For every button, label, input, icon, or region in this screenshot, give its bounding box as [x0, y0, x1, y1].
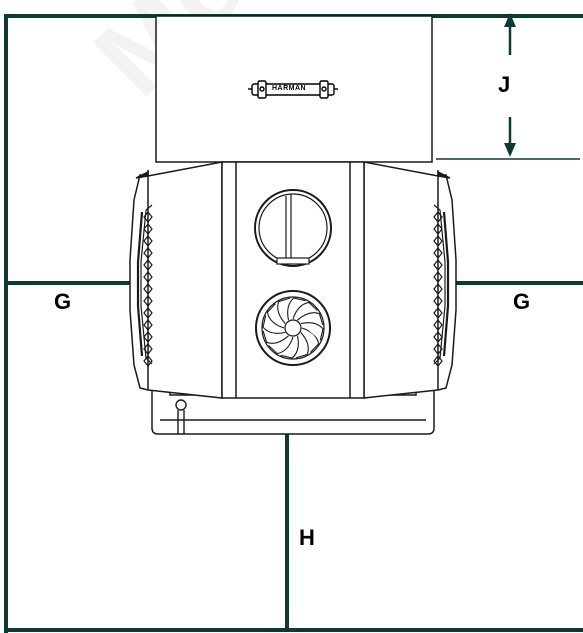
fan-blade — [268, 336, 294, 355]
clearance-label-g-right: G — [513, 289, 531, 314]
dimension-j-arrow — [436, 13, 580, 160]
fan-blade — [262, 315, 286, 334]
fan-blade — [295, 332, 309, 359]
grille-cell — [433, 211, 443, 223]
fan-blade — [266, 303, 285, 329]
grille-cell — [433, 295, 443, 307]
grille-cell — [143, 247, 153, 259]
clearance-label-g-left: G — [54, 289, 72, 314]
grille-cell — [143, 235, 153, 247]
grille-cell — [143, 331, 153, 343]
grille-cell — [143, 295, 153, 307]
grille-cell — [143, 307, 153, 319]
grille-cell — [143, 211, 153, 223]
grille-cell — [433, 319, 443, 331]
grille-cell — [433, 271, 443, 283]
fan-blade — [292, 301, 318, 320]
grille-cell — [433, 247, 443, 259]
clearance-label-h: H — [299, 525, 315, 550]
grille-cell — [143, 343, 153, 355]
grille-cell — [433, 307, 443, 319]
viewing-window — [254, 189, 332, 267]
grille-cell — [433, 223, 443, 235]
grille-cell — [143, 283, 153, 295]
grille-cell — [433, 235, 443, 247]
grille-cell — [433, 355, 443, 367]
fan-blade — [300, 322, 324, 341]
fan-assembly — [255, 290, 331, 366]
grille-cell — [143, 319, 153, 331]
fan-blade — [277, 297, 291, 324]
grille-cell — [433, 259, 443, 271]
grille-cell — [433, 283, 443, 295]
brand-plate — [248, 80, 338, 99]
grille-cell — [143, 355, 153, 367]
fan-blade — [301, 327, 320, 353]
brand-name: HARMAN — [272, 85, 307, 92]
fan-blade — [297, 312, 324, 326]
grille-cell — [143, 259, 153, 271]
left-side-grille — [136, 204, 153, 367]
stove-leg — [175, 399, 187, 434]
grille-cell — [433, 343, 443, 355]
grille-cell — [143, 223, 153, 235]
fan-blade — [280, 335, 299, 359]
fan-blade — [262, 330, 289, 344]
right-side-grille — [433, 204, 450, 367]
grille-cell — [433, 331, 443, 343]
grille-cell — [143, 271, 153, 283]
fan-blade — [287, 297, 306, 321]
clearance-label-j: J — [498, 72, 511, 97]
